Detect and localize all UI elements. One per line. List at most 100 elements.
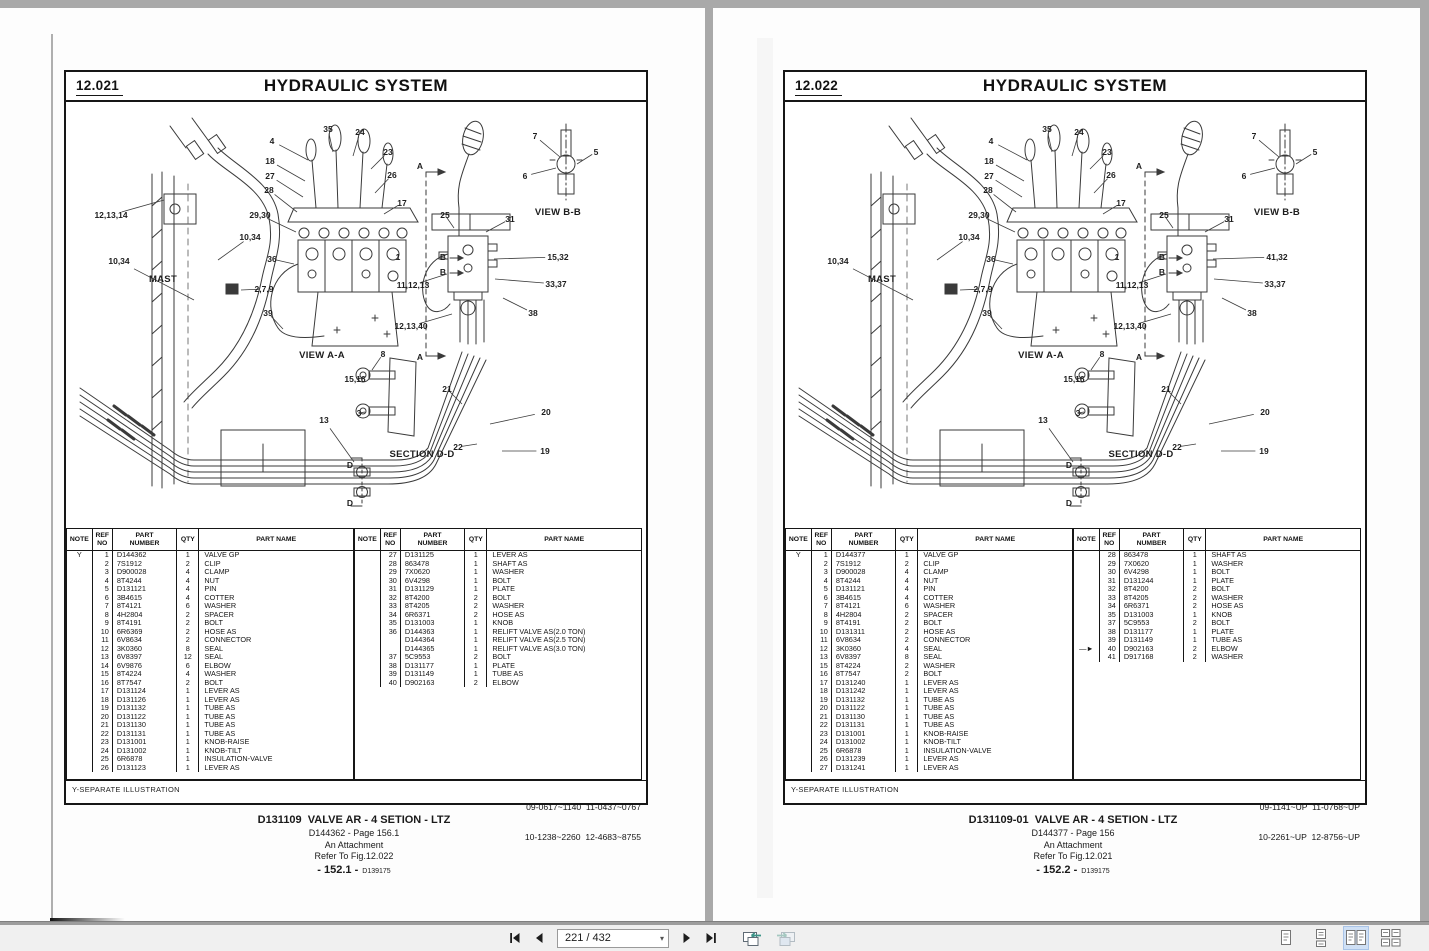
- diagram-callout: 33,37: [1264, 279, 1286, 289]
- diagram-callout: SECTION D-D: [1108, 449, 1173, 460]
- next-view-button[interactable]: [771, 928, 799, 949]
- diagram-callout: VIEW A-A: [1018, 350, 1064, 361]
- book-page-number: - 152.1 -: [317, 863, 359, 876]
- page-number-field[interactable]: 221 / 432 ▾: [557, 928, 669, 948]
- diagram-callout: 27: [265, 171, 275, 181]
- diagram-callout: 38: [528, 308, 538, 318]
- first-page-icon: [510, 933, 520, 943]
- sheet-header: 12.022 HYDRAULIC SYSTEM: [785, 72, 1365, 102]
- column-header: NOTE: [355, 529, 381, 551]
- diagram-callout: 23: [1102, 147, 1112, 157]
- diagram-callout: 10,34: [827, 256, 849, 266]
- two-page-layout-button[interactable]: [1343, 926, 1369, 950]
- diagram-callout: 7: [1252, 131, 1257, 141]
- sheet-title: HYDRAULIC SYSTEM: [263, 76, 449, 95]
- column-header: NOTE: [1074, 529, 1100, 551]
- diagram-callout: 17: [1116, 198, 1126, 208]
- diagram-callout: 11,12,13: [397, 280, 430, 290]
- diagram-callout: A: [1136, 352, 1142, 362]
- last-page-button[interactable]: [701, 929, 721, 947]
- diagram-callout: 26: [1106, 170, 1116, 180]
- continuous-layout-button[interactable]: [1309, 927, 1333, 949]
- diagram-callout: 39: [263, 308, 273, 318]
- diagram-callout: 6: [523, 171, 528, 181]
- single-page-layout-button[interactable]: [1274, 927, 1298, 949]
- next-page-button[interactable]: [677, 929, 697, 947]
- diagram-callout: 24: [1074, 127, 1084, 137]
- diagram-callout: B: [440, 267, 446, 277]
- footer-note: Y-SEPARATE ILLUSTRATION: [791, 785, 899, 794]
- diagram-callout: 18: [984, 156, 994, 166]
- column-header: QTY: [1183, 529, 1206, 551]
- diagram-callout: A: [417, 161, 423, 171]
- diagram-callout: VIEW B-B: [1254, 207, 1300, 218]
- diagram-callout: 36: [267, 254, 277, 264]
- diagram-callout: 31: [505, 214, 515, 224]
- diagram-callout: MAST: [868, 274, 896, 285]
- serial-ranges: 09-0617~1140 11-0437~0767 10-1238~2260 1…: [524, 802, 641, 842]
- column-header: REF NO: [1098, 529, 1120, 551]
- first-page-button[interactable]: [505, 929, 525, 947]
- column-header: PART NUMBER: [830, 529, 896, 551]
- diagram-callout: SECTION D-D: [389, 449, 454, 460]
- column-header: NOTE: [67, 529, 93, 551]
- diagram-callout: 5: [594, 147, 599, 157]
- diagram-callout: 15,16: [344, 374, 366, 384]
- figure-caption: D131109 VALVE AR - 4 SETION - LTZ D14436…: [64, 814, 644, 877]
- column-header: QTY: [464, 529, 487, 551]
- column-header: PART NAME: [486, 529, 641, 551]
- column-header: QTY: [176, 529, 199, 551]
- diagram-callout: 8: [1100, 349, 1105, 359]
- previous-view-button[interactable]: [739, 928, 767, 949]
- diagram-callout: D: [1066, 498, 1072, 508]
- diagram-callout: 3: [1076, 408, 1081, 418]
- page-divider: [705, 8, 713, 921]
- column-header: PART NUMBER: [399, 529, 465, 551]
- previous-page-button[interactable]: [529, 929, 549, 947]
- diagram-callout: 27: [984, 171, 994, 181]
- diagram-callout: 13: [319, 415, 329, 425]
- two-page-continuous-layout-button[interactable]: [1379, 927, 1403, 949]
- caption-title: D131109 VALVE AR - 4 SETION - LTZ: [257, 814, 451, 826]
- column-header: REF NO: [91, 529, 113, 551]
- diagram-callout: VIEW B-B: [535, 207, 581, 218]
- column-header: PART NAME: [1205, 529, 1360, 551]
- section-number: 12.021: [76, 78, 124, 96]
- column-header: PART NUMBER: [111, 529, 177, 551]
- diagram-callout: 15,16: [1063, 374, 1085, 384]
